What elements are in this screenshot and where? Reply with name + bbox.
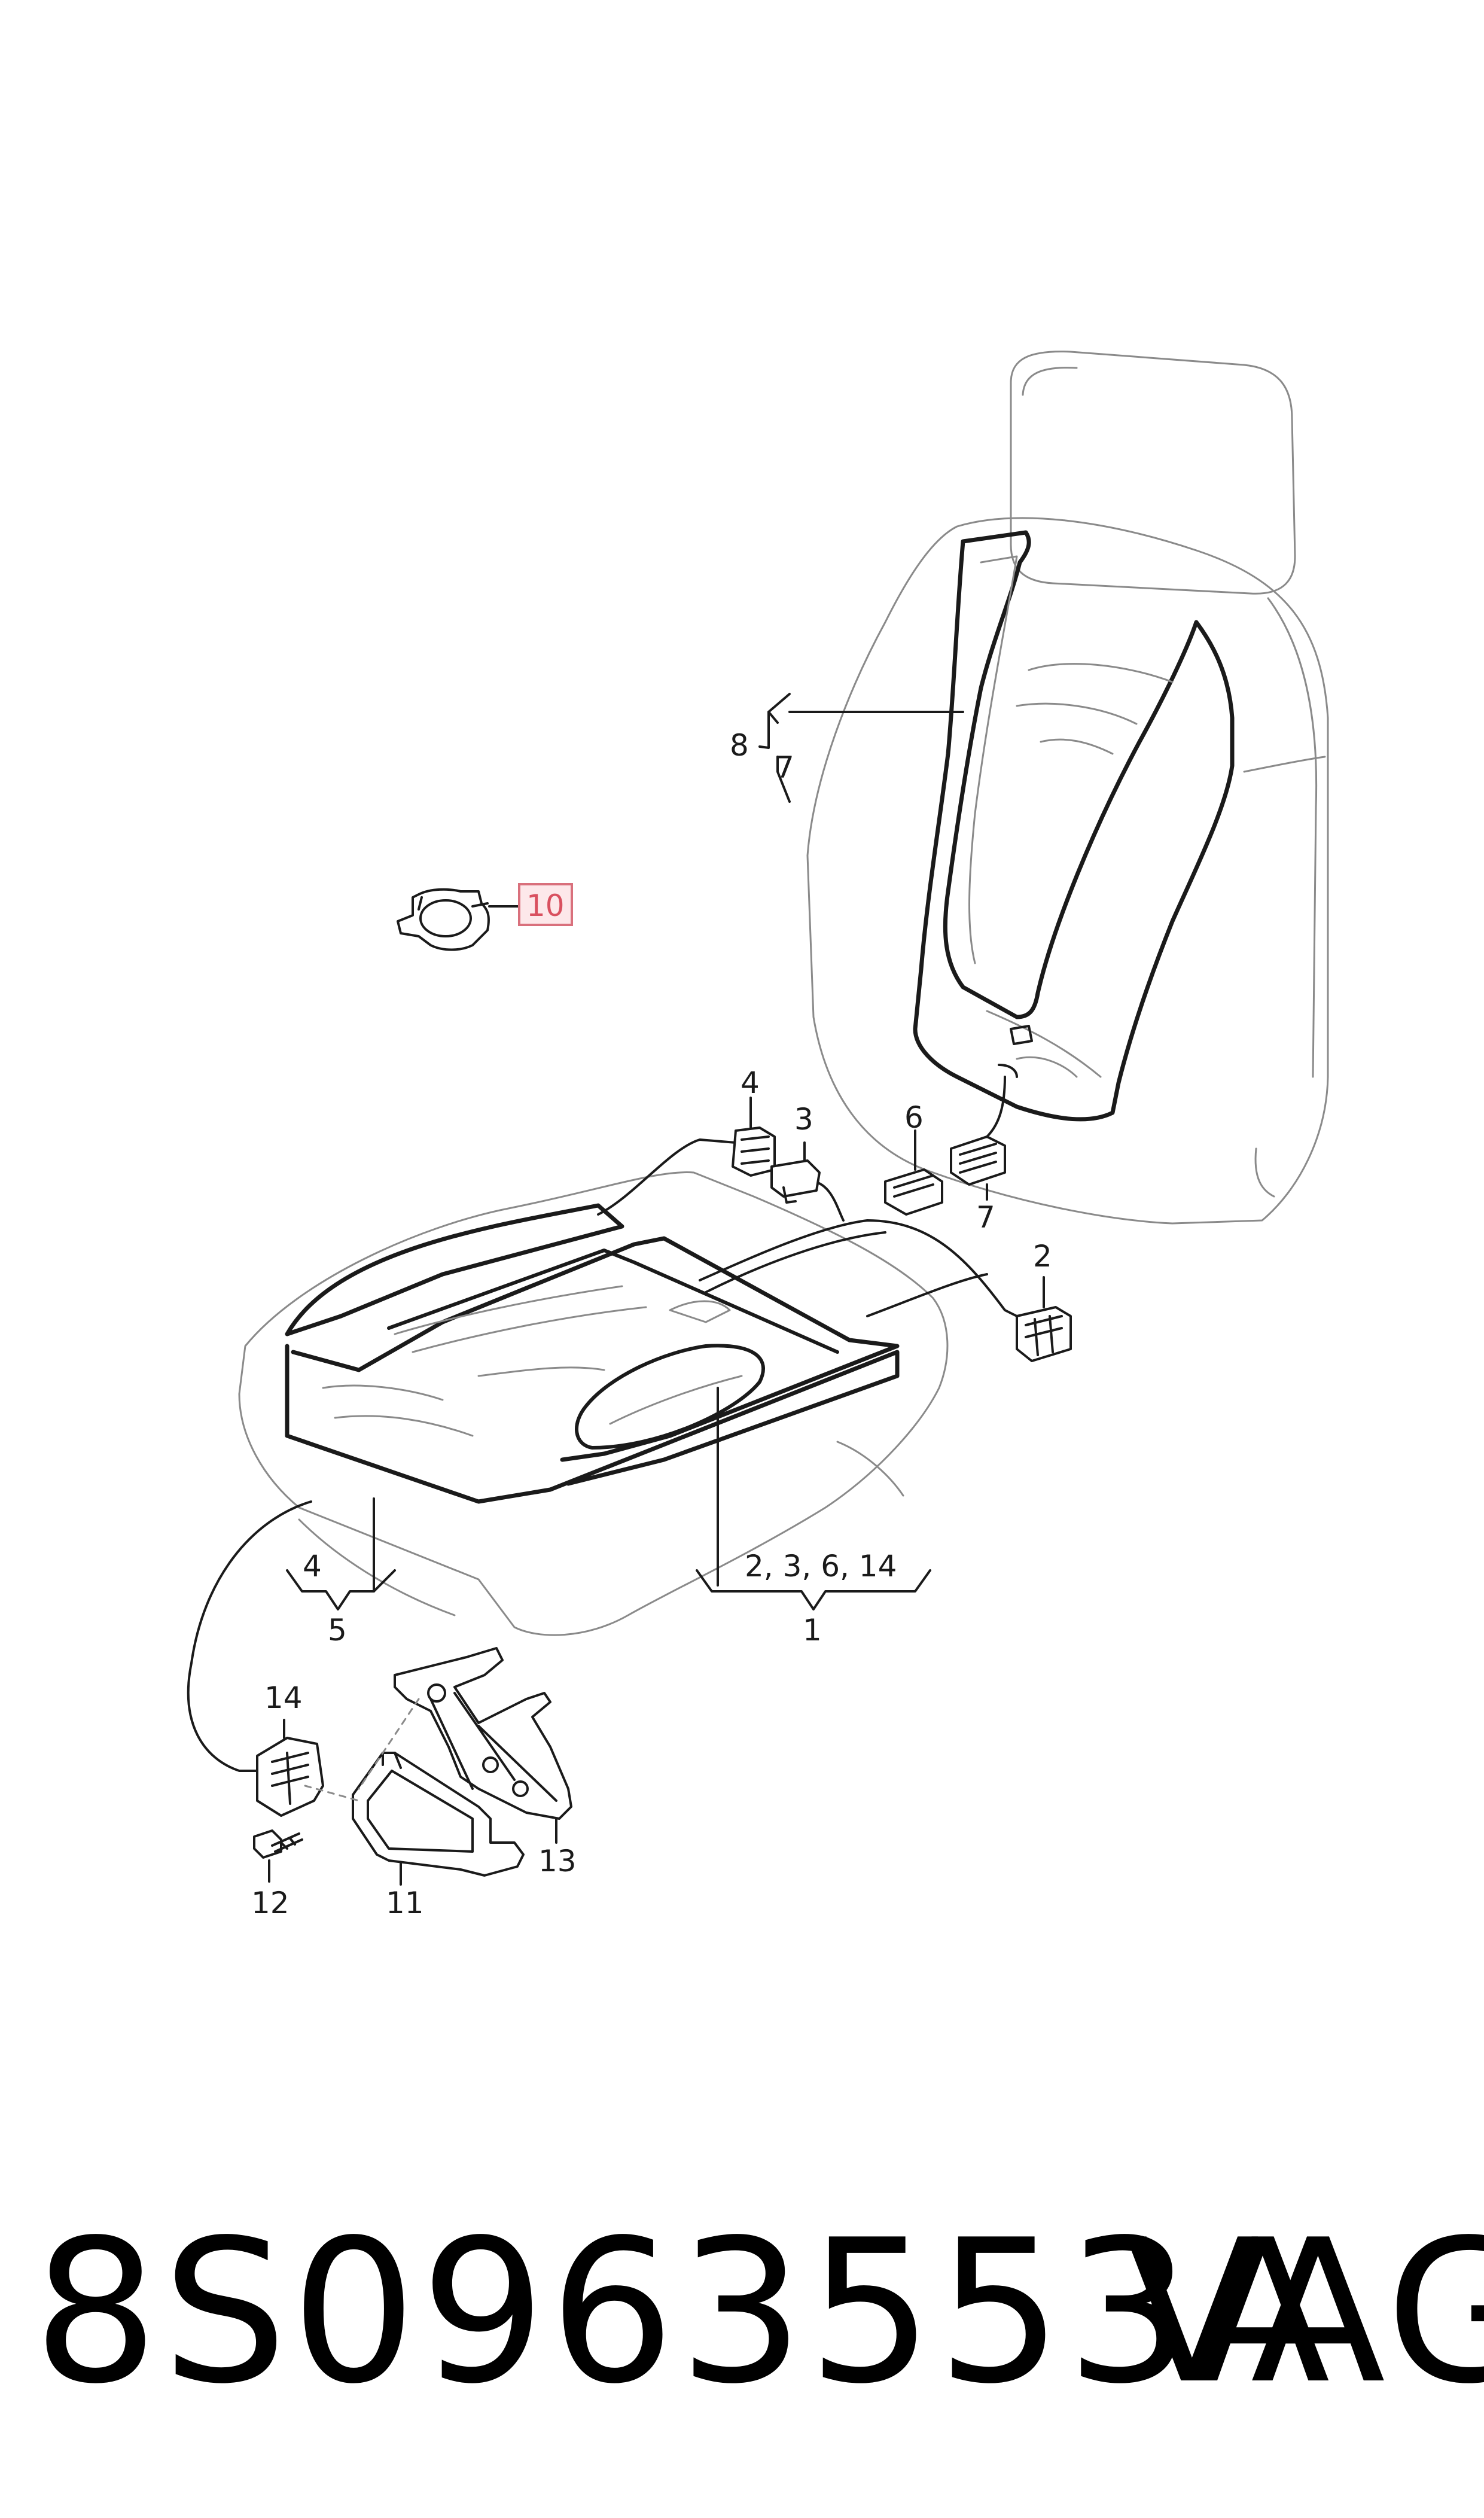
callout-3: 3 xyxy=(794,1102,813,1137)
callout-1-bracket: 2, 3, 6, 14 1 xyxy=(696,1387,931,1648)
callout-10: 10 xyxy=(526,888,565,923)
brand-label: VAG xyxy=(1125,2197,1484,2427)
callout-1-group: 2, 3, 6, 14 xyxy=(745,1549,897,1584)
callout-6: 6 xyxy=(904,1100,924,1135)
callout-11: 11 xyxy=(386,1886,424,1920)
callout-7-bracket: 7 xyxy=(775,750,794,785)
seat-cushion xyxy=(238,1171,949,1636)
part-10-sensor: 10 xyxy=(397,883,573,951)
callout-5: 5 xyxy=(328,1613,347,1648)
part-number: 8S0963553A xyxy=(33,2197,1334,2427)
callout-4-low: 4 xyxy=(303,1549,322,1584)
callout-4-top: 4 xyxy=(741,1065,760,1100)
callout-12: 12 xyxy=(251,1886,290,1920)
connector-7: 7 xyxy=(950,1135,1006,1235)
callout-7-connector: 7 xyxy=(976,1200,995,1235)
connector-4: 4 xyxy=(732,1065,776,1177)
callout-8: 8 xyxy=(730,728,749,763)
part-11-module: 11 xyxy=(352,1752,525,1920)
part-14-plug: 14 xyxy=(256,1680,324,1817)
connector-3: 3 xyxy=(770,1102,821,1204)
part-12-screw: 12 xyxy=(251,1829,303,1920)
connector-2: 2 xyxy=(1016,1239,1072,1362)
seat-backrest xyxy=(806,351,1329,1225)
callout-8-bracket: 8 7 xyxy=(730,693,964,803)
callout-5-bracket: 4 5 xyxy=(286,1497,396,1648)
part-13-bracket: 13 xyxy=(304,1647,577,1878)
callout-13: 13 xyxy=(538,1844,577,1878)
callout-2: 2 xyxy=(1033,1239,1052,1274)
callout-10-highlight xyxy=(518,883,573,926)
connector-6: 6 xyxy=(884,1100,943,1216)
callout-1: 1 xyxy=(803,1613,822,1648)
callout-14: 14 xyxy=(264,1680,303,1715)
cable-harness xyxy=(187,1076,1024,1772)
